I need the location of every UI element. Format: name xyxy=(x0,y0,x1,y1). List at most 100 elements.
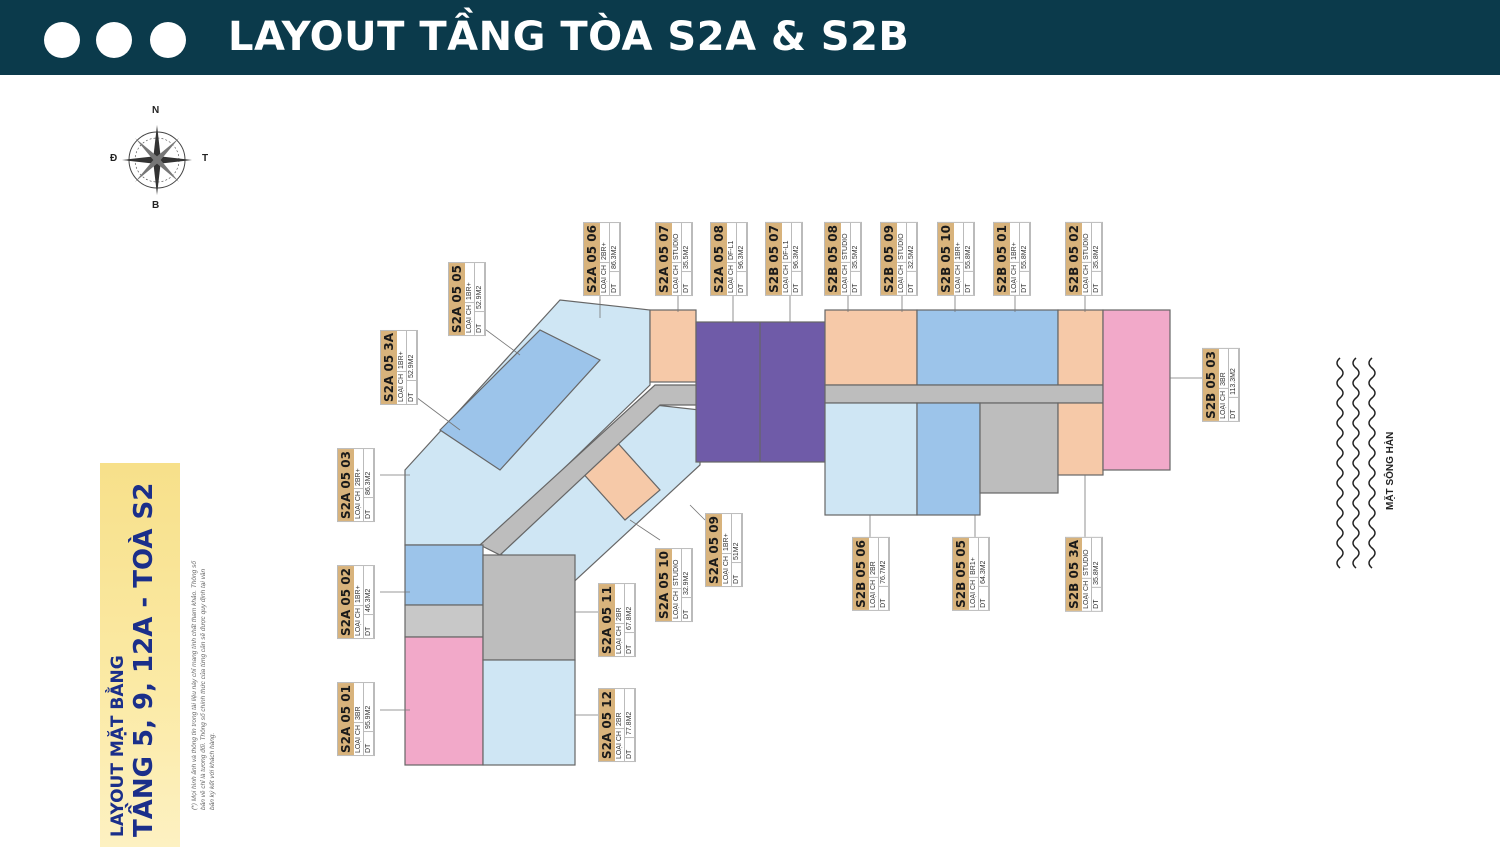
area-field-label: DT xyxy=(407,379,416,404)
unit-code: S2B 05 05 xyxy=(953,538,969,610)
unit-area-value: 51M2 xyxy=(733,542,740,561)
area-field-label: DT xyxy=(1229,396,1238,421)
unit-code: S2B 05 08 xyxy=(825,223,841,295)
area-field-label: DT xyxy=(625,632,634,657)
unit-code: S2A 05 12 xyxy=(599,689,615,762)
unit-code: S2A 05 03 xyxy=(338,449,354,522)
unit-type: 1BR+ xyxy=(1011,242,1018,260)
unit-area-value: 35.8M2 xyxy=(1093,561,1100,585)
unit-type: 2BR xyxy=(870,561,877,575)
unit-code: S2B 05 10 xyxy=(938,223,954,295)
unit-code: S2A 05 09 xyxy=(706,514,722,587)
header-bar: LAYOUT TẦNG TÒA S2A & S2B xyxy=(0,0,1500,75)
type-field-label: LOẠI CH xyxy=(465,302,474,336)
area-field-label: DT xyxy=(732,562,741,587)
unit-type: 2BR+ xyxy=(601,242,608,261)
unit-code: S2A 05 05 xyxy=(449,263,465,336)
unit-area-value: 113.3M2 xyxy=(1230,368,1237,395)
area-field-label: DT xyxy=(964,270,973,295)
unit-type: 1BR+ xyxy=(355,585,362,604)
area-field-label: DT xyxy=(364,497,373,522)
floor-banner: LAYOUT MẶT BẰNG TẦNG 5, 9, 12A - TOÀ S2 xyxy=(100,463,180,847)
unit-type: STUDIO xyxy=(898,233,905,260)
river-label: MẶT SÔNG HÀN xyxy=(1385,431,1396,510)
type-field-label: LOẠI CH xyxy=(727,262,736,296)
unit-type: STUDIO xyxy=(842,233,849,260)
unit-type: DF-L1 xyxy=(728,240,735,261)
unit-area xyxy=(1057,309,1104,386)
compass-east: T xyxy=(202,153,209,164)
unit-type: 2BR xyxy=(616,712,623,727)
unit-code: S2B 05 3A xyxy=(1066,538,1082,611)
compass-icon: N B T Đ xyxy=(110,105,210,215)
area-field-label: DT xyxy=(475,311,484,336)
unit-code: S2B 05 02 xyxy=(1066,223,1082,295)
stair-core xyxy=(404,604,484,638)
type-field-label: LOẠI CH xyxy=(1010,261,1019,295)
unit-type: 1BR+ xyxy=(466,282,473,301)
unit-code: S2A 05 11 xyxy=(599,584,615,657)
unit-area xyxy=(404,544,484,606)
type-field-label: LOẠI CH xyxy=(615,728,624,762)
unit-area-value: 77.8M2 xyxy=(626,711,633,736)
unit-code: S2A 05 10 xyxy=(656,549,672,622)
corridor xyxy=(824,384,1104,404)
unit-area-value: 35.5M2 xyxy=(683,245,690,270)
unit-area-value: 64.3M2 xyxy=(980,560,987,584)
unit-type: BR1+ xyxy=(970,557,977,575)
unit-code: S2A 05 01 xyxy=(338,683,354,756)
unit-area-value: 96.3M2 xyxy=(793,245,800,269)
area-field-label: DT xyxy=(682,271,691,296)
unit-code: S2A 05 08 xyxy=(711,223,727,296)
unit-area-value: 35.8M2 xyxy=(1093,245,1100,269)
area-field-label: DT xyxy=(364,614,373,639)
unit-code: S2A 05 02 xyxy=(338,566,354,639)
area-field-label: DT xyxy=(907,270,916,295)
unit-code: S2A 05 3A xyxy=(381,331,397,404)
unit-area-value: 86.3M2 xyxy=(365,471,372,496)
unit-code: S2B 05 01 xyxy=(994,223,1010,295)
unit-area xyxy=(916,309,1059,386)
unit-type: 1BR+ xyxy=(955,242,962,260)
unit-area-value: 67.8M2 xyxy=(626,606,633,631)
type-field-label: LOẠI CH xyxy=(354,488,363,522)
compass-west: Đ xyxy=(110,153,118,164)
type-field-label: LOẠI CH xyxy=(672,262,681,296)
unit-area-value: 52.9M2 xyxy=(408,354,415,378)
unit-code: S2B 05 03 xyxy=(1203,349,1219,421)
compass-north: N xyxy=(152,105,160,116)
type-field-label: LOẠI CH xyxy=(1082,577,1091,611)
area-field-label: DT xyxy=(879,585,888,610)
unit-code: S2B 05 06 xyxy=(853,538,869,610)
unit-type: 1BR+ xyxy=(398,351,405,369)
unit-area-value: 86.3M2 xyxy=(611,245,618,270)
unit-type: STUDIO xyxy=(1083,233,1090,260)
unit-type: DF-L1 xyxy=(783,240,790,260)
unit-code: S2A 05 06 xyxy=(584,223,600,296)
unit-area xyxy=(824,402,918,516)
area-field-label: DT xyxy=(1092,586,1101,611)
unit-area xyxy=(824,309,918,386)
unit-type: STUDIO xyxy=(1083,549,1090,576)
area-field-label: DT xyxy=(979,585,988,610)
lobby-core xyxy=(482,554,576,661)
duplex-unit xyxy=(695,321,827,463)
unit-type: 2BR xyxy=(616,607,623,622)
dot-icon xyxy=(44,22,80,58)
unit-area-value: 95.9M2 xyxy=(365,705,372,730)
unit-area xyxy=(482,659,576,766)
